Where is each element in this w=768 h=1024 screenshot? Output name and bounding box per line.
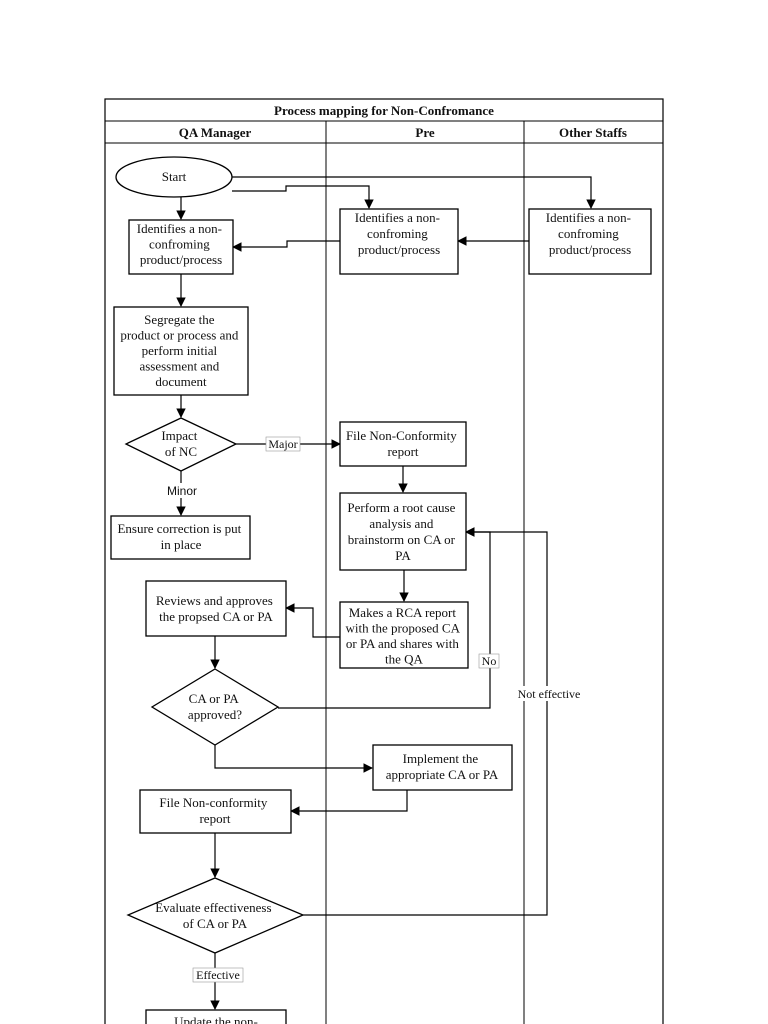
svg-text:Makes a RCA report with: Makes a RCA report with the proposed CA … [346, 605, 463, 667]
node-file-nc-report: File Non-conformity report [139, 789, 292, 834]
svg-text:Not effective: Not effective [518, 687, 581, 701]
svg-text:Segregate the product or: Segregate the product or process and per… [120, 312, 241, 389]
node-update: Update the non- [145, 1009, 287, 1024]
edge-label-minor: Minor [164, 483, 200, 498]
edge-start-to-pre-identify [232, 185, 374, 209]
svg-text:Major: Major [268, 437, 297, 451]
edges [176, 176, 596, 1010]
svg-text:Ensure correction is put: Ensure correction is put in place [117, 521, 244, 552]
node-root-cause: Perform a root cause analysis and brains… [339, 492, 467, 571]
node-rca-report: Makes a RCA report with the proposed CA … [339, 601, 469, 669]
node-start: Start [115, 156, 233, 198]
edge-start-to-other-identify [232, 176, 596, 209]
node-other-identify: Identifies a non- confroming product/pro… [528, 208, 652, 275]
diagram-title: Process mapping for Non-Confromance [274, 103, 494, 118]
edge-label-effective: Effective [192, 967, 244, 983]
node-evaluate: Evaluate effectiveness of CA or PA [126, 877, 305, 954]
edge-evaluate-not-effective-to-root-cause [303, 527, 548, 916]
svg-text:Evaluate effectiveness o: Evaluate effectiveness of CA or PA [155, 900, 275, 931]
node-approved: CA or PA approved? [150, 668, 280, 746]
edge-rca-report-to-reviews [285, 603, 340, 638]
svg-text:No: No [482, 654, 497, 668]
svg-text:CA or PA approved?: CA or PA approved? [188, 691, 242, 722]
lane-header-pre: Pre [415, 125, 434, 140]
svg-text:Effective: Effective [196, 968, 240, 982]
edge-pre-to-qa-identify [232, 240, 340, 252]
svg-text:Impact of NC: Impact of NC [161, 428, 200, 459]
svg-text:Start: Start [162, 169, 187, 184]
node-qa-identify: Identifies a non- confroming product/pro… [128, 219, 234, 275]
edge-approved-yes-to-implement [214, 745, 373, 773]
svg-text:Identifies a non- confro: Identifies a non- confroming product/pro… [546, 210, 634, 257]
lane-header-other-staffs: Other Staffs [559, 125, 627, 140]
edge-implement-to-file-nc-report [290, 790, 408, 816]
lane-header-qa-manager: QA Manager [179, 125, 252, 140]
svg-text:Implement the appropriat: Implement the appropriate CA or PA [386, 751, 499, 782]
node-impact: Impact of NC [124, 417, 238, 472]
node-file-report: File Non-Conformity report [339, 421, 467, 467]
svg-text:Reviews and approves the: Reviews and approves the propsed CA or P… [156, 593, 276, 624]
edge-label-no: No [478, 653, 500, 669]
node-ensure-correction: Ensure correction is put in place [110, 515, 251, 560]
node-segregate: Segregate the product or process and per… [113, 306, 249, 396]
edge-label-not-effective: Not effective [514, 686, 584, 701]
svg-text:Perform a root cause ana: Perform a root cause analysis and brains… [347, 500, 458, 563]
node-reviews: Reviews and approves the propsed CA or P… [145, 580, 287, 637]
svg-text:Identifies a non- confro: Identifies a non- confroming product/pro… [355, 210, 443, 257]
svg-text:Minor: Minor [167, 484, 197, 498]
edge-label-major: Major [265, 436, 301, 452]
node-pre-identify: Identifies a non- confroming product/pro… [339, 208, 459, 275]
node-implement: Implement the appropriate CA or PA [372, 744, 513, 791]
svg-text:File Non-Conformity repo: File Non-Conformity report [346, 428, 460, 459]
svg-text:File Non-conformity repo: File Non-conformity report [159, 795, 270, 826]
svg-text:Identifies a non- confro: Identifies a non- confroming product/pro… [137, 221, 225, 267]
svg-text:Update the non-: Update the non- [174, 1014, 258, 1024]
